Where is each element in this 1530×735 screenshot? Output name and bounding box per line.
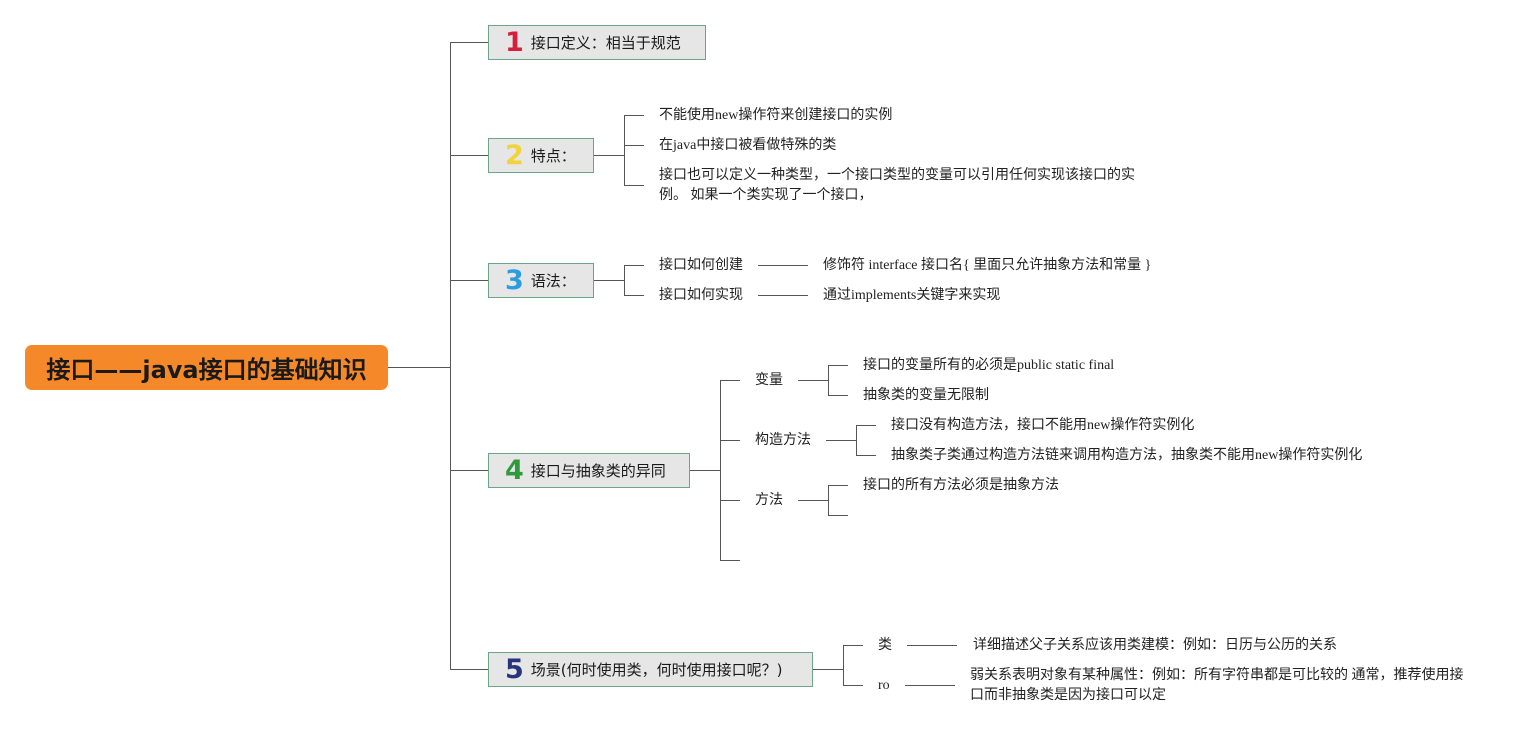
comparison-item[interactable]: 接口的所有方法必须是抽象方法: [863, 478, 1059, 493]
root-topic-label: 接口——java接口的基础知识: [46, 356, 367, 384]
number-5-icon: 5: [505, 654, 524, 685]
comparison-constructor[interactable]: 构造方法: [755, 433, 811, 448]
comparison-variables[interactable]: 变量: [755, 373, 783, 388]
branch-definition-label: 接口定义：相当于规范: [530, 34, 681, 52]
number-4-icon: 4: [505, 455, 524, 486]
comparison-methods[interactable]: 方法: [755, 493, 783, 508]
comparison-item[interactable]: 抽象类子类通过构造方法链来调用构造方法，抽象类不能用new操作符实例化: [891, 448, 1363, 463]
number-3-icon: 3: [505, 265, 524, 296]
number-1-icon: 1: [505, 27, 524, 58]
syntax-create-detail[interactable]: 修饰符 interface 接口名{ 里面只允许抽象方法和常量 }: [823, 258, 1152, 273]
feature-item[interactable]: 不能使用new操作符来创建接口的实例: [659, 108, 893, 123]
syntax-create[interactable]: 接口如何创建: [659, 258, 743, 273]
branch-scenarios[interactable]: 5 场景(何时使用类，何时使用接口呢？): [488, 652, 813, 687]
branch-syntax[interactable]: 3 语法：: [488, 263, 594, 298]
branch-scenarios-label: 场景(何时使用类，何时使用接口呢？): [530, 661, 783, 679]
scenario-class[interactable]: 类: [878, 638, 892, 653]
comparison-item[interactable]: 接口的变量所有的必须是public static final: [863, 358, 1115, 373]
scenario-ro[interactable]: ro: [878, 678, 890, 693]
scenario-ro-detail[interactable]: 弱关系表明对象有某种属性：例如：所有字符串都是可比较的 通常，推荐使用接口而非抽…: [970, 668, 1464, 703]
branch-comparison-label: 接口与抽象类的异同: [530, 462, 666, 480]
syntax-implement[interactable]: 接口如何实现: [659, 288, 743, 303]
comparison-item[interactable]: 接口没有构造方法，接口不能用new操作符实例化: [891, 418, 1195, 433]
branch-features[interactable]: 2 特点：: [488, 138, 594, 173]
feature-item[interactable]: 在java中接口被看做特殊的类: [659, 138, 837, 153]
feature-item[interactable]: 接口也可以定义一种类型，一个接口类型的变量可以引用任何实现该接口的实例。 如果一…: [659, 168, 1135, 203]
number-2-icon: 2: [505, 140, 524, 171]
branch-comparison[interactable]: 4 接口与抽象类的异同: [488, 453, 690, 488]
comparison-item[interactable]: 抽象类的变量无限制: [863, 388, 989, 403]
branch-definition[interactable]: 1 接口定义：相当于规范: [488, 25, 706, 60]
syntax-implement-detail[interactable]: 通过implements关键字来实现: [823, 288, 1001, 303]
branch-features-label: 特点：: [530, 147, 576, 165]
scenario-class-detail[interactable]: 详细描述父子关系应该用类建模：例如：日历与公历的关系: [973, 638, 1337, 653]
branch-syntax-label: 语法：: [530, 272, 576, 290]
root-topic[interactable]: 接口——java接口的基础知识: [25, 345, 388, 390]
